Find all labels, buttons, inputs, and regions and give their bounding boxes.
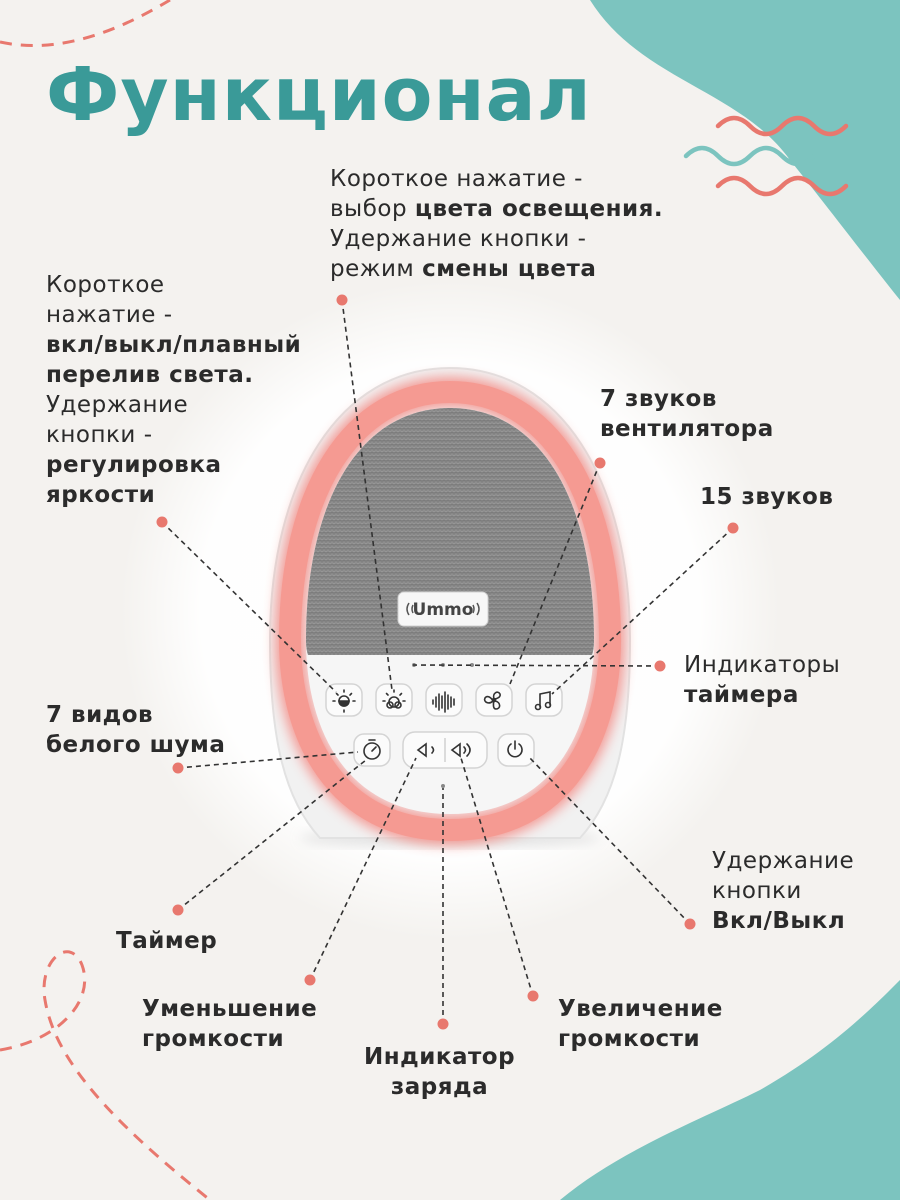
svg-text:Ummo: Ummo xyxy=(413,600,474,620)
dashed-swirl-bottom xyxy=(0,950,211,1200)
rgb-light-icon xyxy=(382,689,406,709)
wave-decoration xyxy=(683,115,849,197)
timer-icon xyxy=(363,739,381,760)
label-timer: Таймер xyxy=(116,928,218,954)
label-volume-up: Увеличение громкости xyxy=(558,996,723,1052)
ummo-logo: Ummo xyxy=(397,591,489,627)
page-title: Функционал xyxy=(46,52,592,138)
speaker-grille xyxy=(306,408,594,655)
label-charge-indicator: Индикатор заряда xyxy=(364,1044,516,1100)
label-power: Удержание кнопки Вкл/Выкл xyxy=(712,848,855,934)
sun-half-icon xyxy=(332,689,356,713)
power-icon xyxy=(507,740,523,758)
label-timer-indicators: Индикаторы таймера xyxy=(684,652,841,708)
fan-icon xyxy=(483,691,501,710)
label-dots xyxy=(156,294,739,1030)
soundwave-icon xyxy=(432,691,455,713)
label-15-sounds: 15 звуков xyxy=(700,484,834,510)
label-volume-down: Уменьшение громкости xyxy=(142,996,318,1052)
volume-up-icon xyxy=(450,742,471,758)
label-light-color: Короткое нажатие - выбор цвета освещения… xyxy=(330,166,664,282)
teal-blob-top xyxy=(590,0,900,300)
leader-lines xyxy=(161,299,734,1024)
volume-down-icon xyxy=(416,742,435,758)
dashed-curve-top xyxy=(0,0,171,47)
teal-blob-bottom xyxy=(560,980,900,1200)
label-fan-sounds: 7 звуков вентилятора xyxy=(600,386,774,442)
label-brightness: Короткое нажатие - вкл/выкл/плавный пере… xyxy=(46,272,302,508)
music-note-icon xyxy=(534,691,552,711)
label-white-noise: 7 видов белого шума xyxy=(46,702,226,758)
